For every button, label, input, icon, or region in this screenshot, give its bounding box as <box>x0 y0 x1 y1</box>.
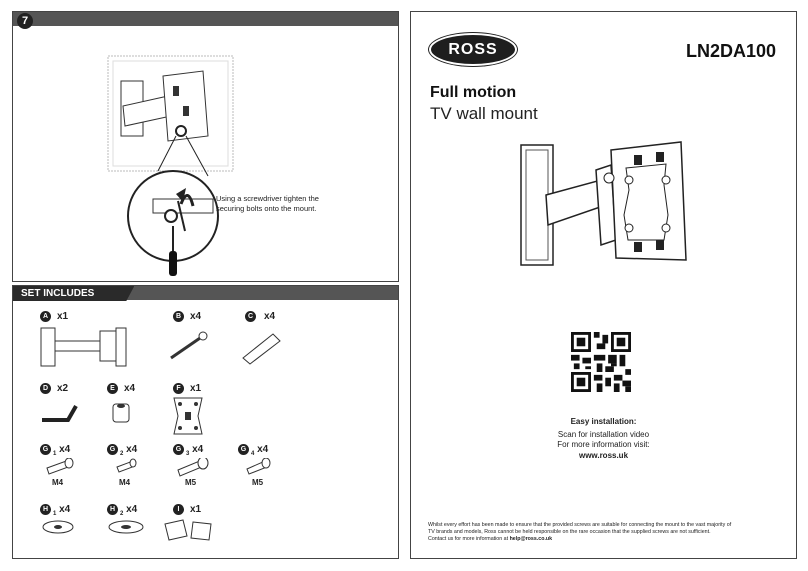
item-size: M4 <box>119 478 131 487</box>
set-includes-title: SET INCLUDES <box>13 286 134 301</box>
disclaimer: Whilst every effort has been made to ens… <box>428 522 788 543</box>
item-e-spacer <box>112 403 130 423</box>
website-link[interactable]: www.ross.uk <box>578 450 629 460</box>
item-qty: 3 x4 <box>186 444 204 457</box>
item-letter: G <box>107 444 118 455</box>
item-qty: x4 <box>264 311 276 322</box>
item-qty: x4 <box>124 383 136 394</box>
item-qty: x1 <box>190 383 202 394</box>
item-letter: D <box>40 383 51 394</box>
item-letter: G <box>40 444 51 455</box>
item-c-wall-plug <box>242 333 281 365</box>
item-g4-bolt <box>246 458 271 475</box>
item-qty: 1 x4 <box>53 504 71 517</box>
item-b-screw <box>170 331 208 360</box>
item-letter: F <box>173 383 184 394</box>
item-letter: A <box>40 311 51 322</box>
item-i-caps <box>164 519 212 541</box>
step-number: 7 <box>17 13 33 29</box>
item-letter: C <box>245 311 256 322</box>
item-g2-bolt <box>116 458 137 473</box>
item-qty: x1 <box>57 311 69 322</box>
item-letter: H <box>107 504 118 515</box>
disclaimer-line2: TV brands and models, Ross cannot be hel… <box>428 529 711 535</box>
item-size: M4 <box>52 478 64 487</box>
step-instruction: Using a screwdriver tighten the securing… <box>216 194 319 213</box>
item-qty: x2 <box>57 383 69 394</box>
easy-installation-title: Easy installation: <box>570 417 637 426</box>
product-subtitle: TV wall mount <box>430 104 538 123</box>
item-h1-washer <box>42 520 74 534</box>
item-letter: B <box>173 311 184 322</box>
item-qty: x1 <box>190 504 202 515</box>
item-qty: 4 x4 <box>251 444 269 457</box>
easy-installation-line2: For more information visit: <box>557 440 650 449</box>
disclaimer-line3: Contact us for more information at help@… <box>428 536 553 542</box>
item-qty: 1 x4 <box>53 444 71 457</box>
step-illustration <box>107 55 234 276</box>
step-header-bar <box>13 12 398 26</box>
item-letter: G <box>238 444 249 455</box>
item-size: M5 <box>185 478 197 487</box>
item-d-hex-key <box>42 405 78 422</box>
easy-installation-line1: Scan for installation video <box>557 429 650 439</box>
brand-logo: ROSS <box>431 35 515 64</box>
model-number: LN2DA100 <box>685 41 776 61</box>
disclaimer-line1: Whilst every effort has been made to ens… <box>428 522 732 528</box>
item-qty: 2 x4 <box>120 444 138 457</box>
item-letter: E <box>107 383 118 394</box>
item-letter: G <box>173 444 184 455</box>
easy-installation-block: Easy installation: Scan for installation… <box>411 417 796 461</box>
item-a-wall-arm <box>40 327 127 367</box>
item-qty: 2 x4 <box>120 504 138 517</box>
product-title: Full motion <box>430 84 517 101</box>
item-g3-bolt <box>177 458 209 477</box>
item-h2-washer <box>108 520 144 534</box>
brand-name: ROSS <box>448 41 498 58</box>
qr-code-icon <box>571 332 631 392</box>
support-email-link[interactable]: help@ross.co.uk <box>509 536 553 542</box>
set-includes-panel: SET INCLUDES A x1 B x4 C x4 D x2 E x4 F … <box>12 285 399 559</box>
cover-panel: ROSS LN2DA100 Full motion TV wall mount <box>410 11 797 559</box>
screwdriver-icon <box>169 251 177 276</box>
item-g1-bolt <box>46 458 74 475</box>
item-letter: I <box>173 504 184 515</box>
step-panel: 7 Using a screwdriver tighten the securi… <box>12 11 399 282</box>
product-image <box>520 141 687 266</box>
item-size: M5 <box>252 478 264 487</box>
item-f-vesa-plate <box>173 397 203 435</box>
item-qty: x4 <box>190 311 202 322</box>
item-letter: H <box>40 504 51 515</box>
